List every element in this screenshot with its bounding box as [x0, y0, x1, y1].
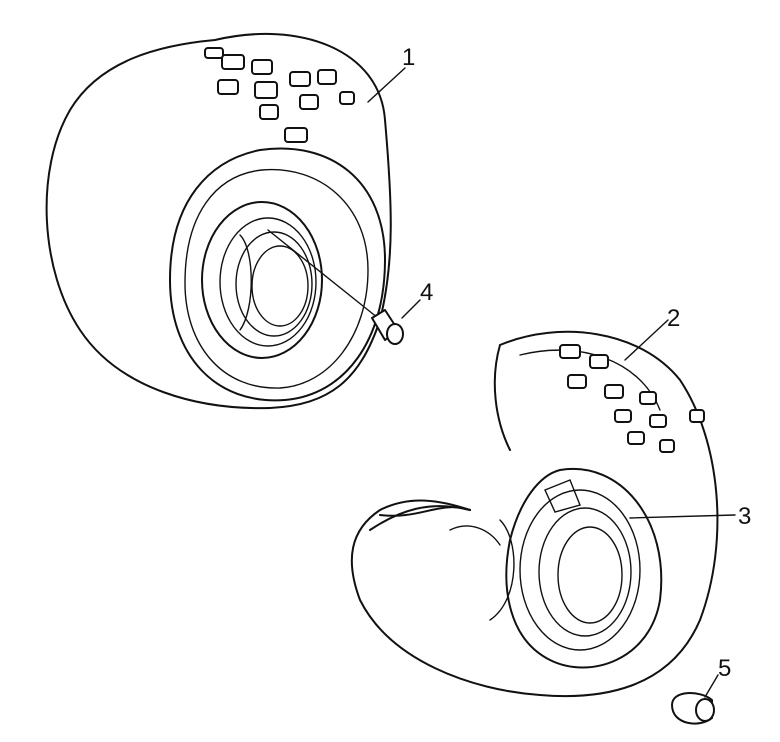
leader-line-4	[401, 299, 421, 319]
tread-pattern-2	[559, 344, 705, 453]
tire-1	[45, 32, 392, 410]
tire-2-cutaway	[350, 330, 719, 698]
callout-4: 4	[420, 279, 433, 306]
leader-line-3	[629, 514, 736, 519]
callout-2: 2	[667, 305, 680, 332]
valve-bolt-4	[267, 229, 404, 345]
valve-cap-5	[671, 692, 715, 725]
tread-pattern-1	[204, 47, 355, 143]
callout-1: 1	[402, 44, 415, 71]
callout-5: 5	[718, 655, 731, 682]
leader-line-5	[704, 674, 719, 698]
leader-line-2	[624, 319, 669, 361]
leader-line-1	[367, 67, 406, 103]
callout-3: 3	[738, 503, 751, 530]
